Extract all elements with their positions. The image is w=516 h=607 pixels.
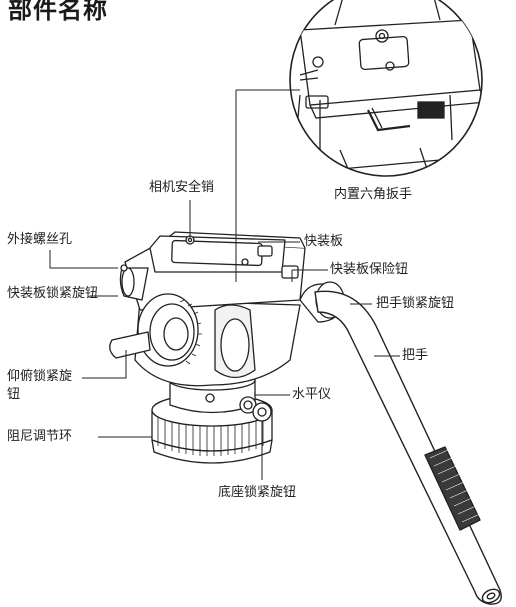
label-quick-plate: 快装板 <box>304 234 344 249</box>
inset-magnifier <box>289 0 483 177</box>
damping-ring-ridges <box>157 414 264 456</box>
label-quick-plate-lock-knob: 快装板锁紧旋钮 <box>7 286 99 301</box>
label-bubble-level: 水平仪 <box>292 387 332 402</box>
label-camera-safety-pin: 相机安全销 <box>149 180 215 195</box>
page-title: 部件名称 <box>8 0 108 24</box>
label-damping-ring: 阻尼调节环 <box>7 429 73 444</box>
tripod-head <box>109 231 346 464</box>
label-handle: 把手 <box>402 348 429 363</box>
label-handle-lock-knob: 把手锁紧旋钮 <box>376 296 455 311</box>
label-tilt-lock-knob: 仰俯锁紧旋钮 <box>7 369 73 402</box>
pan-bar-handle <box>314 290 502 605</box>
label-base-lock-knob: 底座锁紧旋钮 <box>218 485 297 500</box>
label-quick-plate-safety-button: 快装板保险钮 <box>330 262 409 277</box>
leader-lines <box>49 89 400 480</box>
label-external-screw-hole: 外接螺丝孔 <box>7 232 73 247</box>
label-inner-hex-wrench: 内置六角扳手 <box>334 187 413 202</box>
